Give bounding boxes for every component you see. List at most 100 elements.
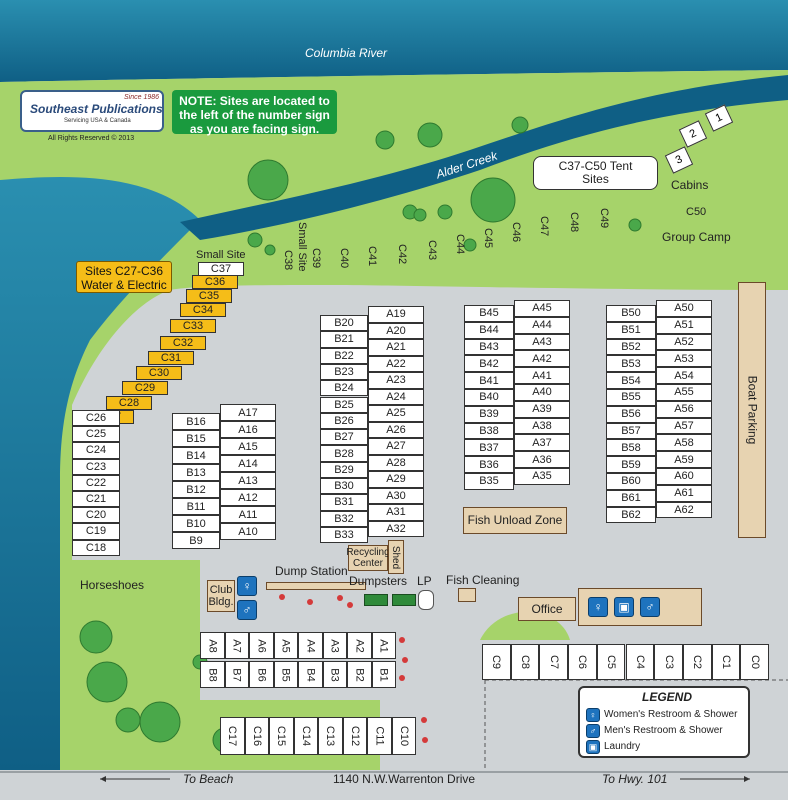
site-a10: A10 xyxy=(220,523,276,540)
recycling-center: Recycling Center xyxy=(346,545,390,571)
site-b43: B43 xyxy=(464,338,514,356)
site-c10: C10 xyxy=(391,717,416,755)
site-a23: A23 xyxy=(368,372,424,389)
site-a19: A19 xyxy=(368,306,424,323)
site-c23: C23 xyxy=(72,458,120,475)
site-b21: B21 xyxy=(320,331,368,348)
dumpster-1 xyxy=(364,594,388,606)
site-a57: A57 xyxy=(656,417,712,435)
site-a24: A24 xyxy=(368,388,424,405)
site-b1: B1 xyxy=(371,661,396,688)
men-restroom-icon: ♂ xyxy=(237,600,257,620)
to-hwy-label: To Hwy. 101 xyxy=(602,772,668,786)
site-a32: A32 xyxy=(368,520,424,537)
note-box: NOTE: Sites are located to the left of t… xyxy=(172,90,337,136)
site-b30: B30 xyxy=(320,478,368,495)
site-a14: A14 xyxy=(220,455,276,472)
site-a61: A61 xyxy=(656,484,712,502)
site-c42: C42 xyxy=(396,244,408,265)
site-c19: C19 xyxy=(72,523,120,540)
address-label: 1140 N.W.Warrenton Drive xyxy=(333,772,476,786)
site-b6: B6 xyxy=(249,661,274,688)
site-a31: A31 xyxy=(368,504,424,521)
group-camp-label: Group Camp xyxy=(662,230,731,244)
site-a56: A56 xyxy=(656,400,712,418)
site-a60: A60 xyxy=(656,468,712,485)
site-b62: B62 xyxy=(606,506,656,524)
site-a54: A54 xyxy=(656,367,712,384)
site-a58: A58 xyxy=(656,434,712,452)
publisher-logo: Since 1986 Southeast Publications Servic… xyxy=(20,90,164,132)
site-c22: C22 xyxy=(72,474,120,491)
shed: Shed xyxy=(388,540,404,574)
women-restroom-icon: ♀ xyxy=(586,708,600,722)
site-c0: C0 xyxy=(740,644,769,680)
site-b8: B8 xyxy=(200,661,225,688)
site-a5: A5 xyxy=(273,632,298,659)
site-a36: A36 xyxy=(514,451,570,468)
women-restroom-icon: ♀ xyxy=(588,597,608,617)
site-c21: C21 xyxy=(72,491,120,508)
site-b35: B35 xyxy=(464,473,514,490)
site-c36: C36 xyxy=(192,275,238,289)
site-b13: B13 xyxy=(172,464,220,481)
site-a45: A45 xyxy=(514,300,570,317)
logo-name: Southeast Publications xyxy=(30,102,163,116)
site-a53: A53 xyxy=(656,350,712,368)
site-c29: C29 xyxy=(122,381,168,395)
site-c1: C1 xyxy=(711,644,741,680)
site-c41: C41 xyxy=(366,246,378,267)
site-a17: A17 xyxy=(220,404,276,421)
men-restroom-icon: ♂ xyxy=(640,597,660,617)
dump-station xyxy=(266,582,366,590)
site-c2: C2 xyxy=(682,644,712,680)
site-b36: B36 xyxy=(464,456,514,473)
small-site-c38-label: Small Site xyxy=(296,222,308,272)
site-a1: A1 xyxy=(371,632,396,659)
shed-label: Shed xyxy=(390,545,402,569)
site-a62: A62 xyxy=(656,501,712,519)
legend: LEGEND ♀ Women's Restroom & Shower ♂ Men… xyxy=(578,686,750,758)
laundry-icon: ▣ xyxy=(586,740,600,754)
site-b25: B25 xyxy=(320,396,368,413)
cabins-label: Cabins xyxy=(671,178,709,192)
site-c28: C28 xyxy=(106,396,152,410)
site-a3: A3 xyxy=(322,632,347,659)
site-c4: C4 xyxy=(625,644,655,680)
site-b50: B50 xyxy=(606,305,656,322)
site-b12: B12 xyxy=(172,481,220,498)
laundry-icon: ▣ xyxy=(614,597,634,617)
left-inlet xyxy=(0,176,200,771)
site-c16: C16 xyxy=(244,717,269,755)
site-b27: B27 xyxy=(320,429,368,446)
site-b45: B45 xyxy=(464,305,514,322)
alder-creek xyxy=(180,75,788,240)
site-c35: C35 xyxy=(186,289,232,303)
site-a15: A15 xyxy=(220,438,276,455)
legend-item-laundry: Laundry xyxy=(604,741,641,752)
site-b11: B11 xyxy=(172,498,220,515)
legend-title: LEGEND xyxy=(642,690,693,704)
site-c25: C25 xyxy=(72,426,120,443)
site-b2: B2 xyxy=(347,661,372,688)
site-c9: C9 xyxy=(482,644,511,680)
office-building: Office xyxy=(518,597,576,621)
site-b10: B10 xyxy=(172,515,220,532)
site-a16: A16 xyxy=(220,421,276,438)
site-c15: C15 xyxy=(269,717,294,755)
site-c31: C31 xyxy=(148,351,194,365)
dumpster-2 xyxy=(392,594,416,606)
site-b15: B15 xyxy=(172,430,220,447)
site-a50: A50 xyxy=(656,300,712,317)
fish-unload-zone: Fish Unload Zone xyxy=(463,507,567,534)
site-b57: B57 xyxy=(606,422,656,440)
site-b14: B14 xyxy=(172,447,220,464)
site-b61: B61 xyxy=(606,489,656,507)
site-a38: A38 xyxy=(514,417,570,435)
site-b22: B22 xyxy=(320,347,368,364)
site-a59: A59 xyxy=(656,451,712,468)
site-a27: A27 xyxy=(368,438,424,455)
site-c39: C39 xyxy=(310,248,322,269)
site-b40: B40 xyxy=(464,389,514,406)
